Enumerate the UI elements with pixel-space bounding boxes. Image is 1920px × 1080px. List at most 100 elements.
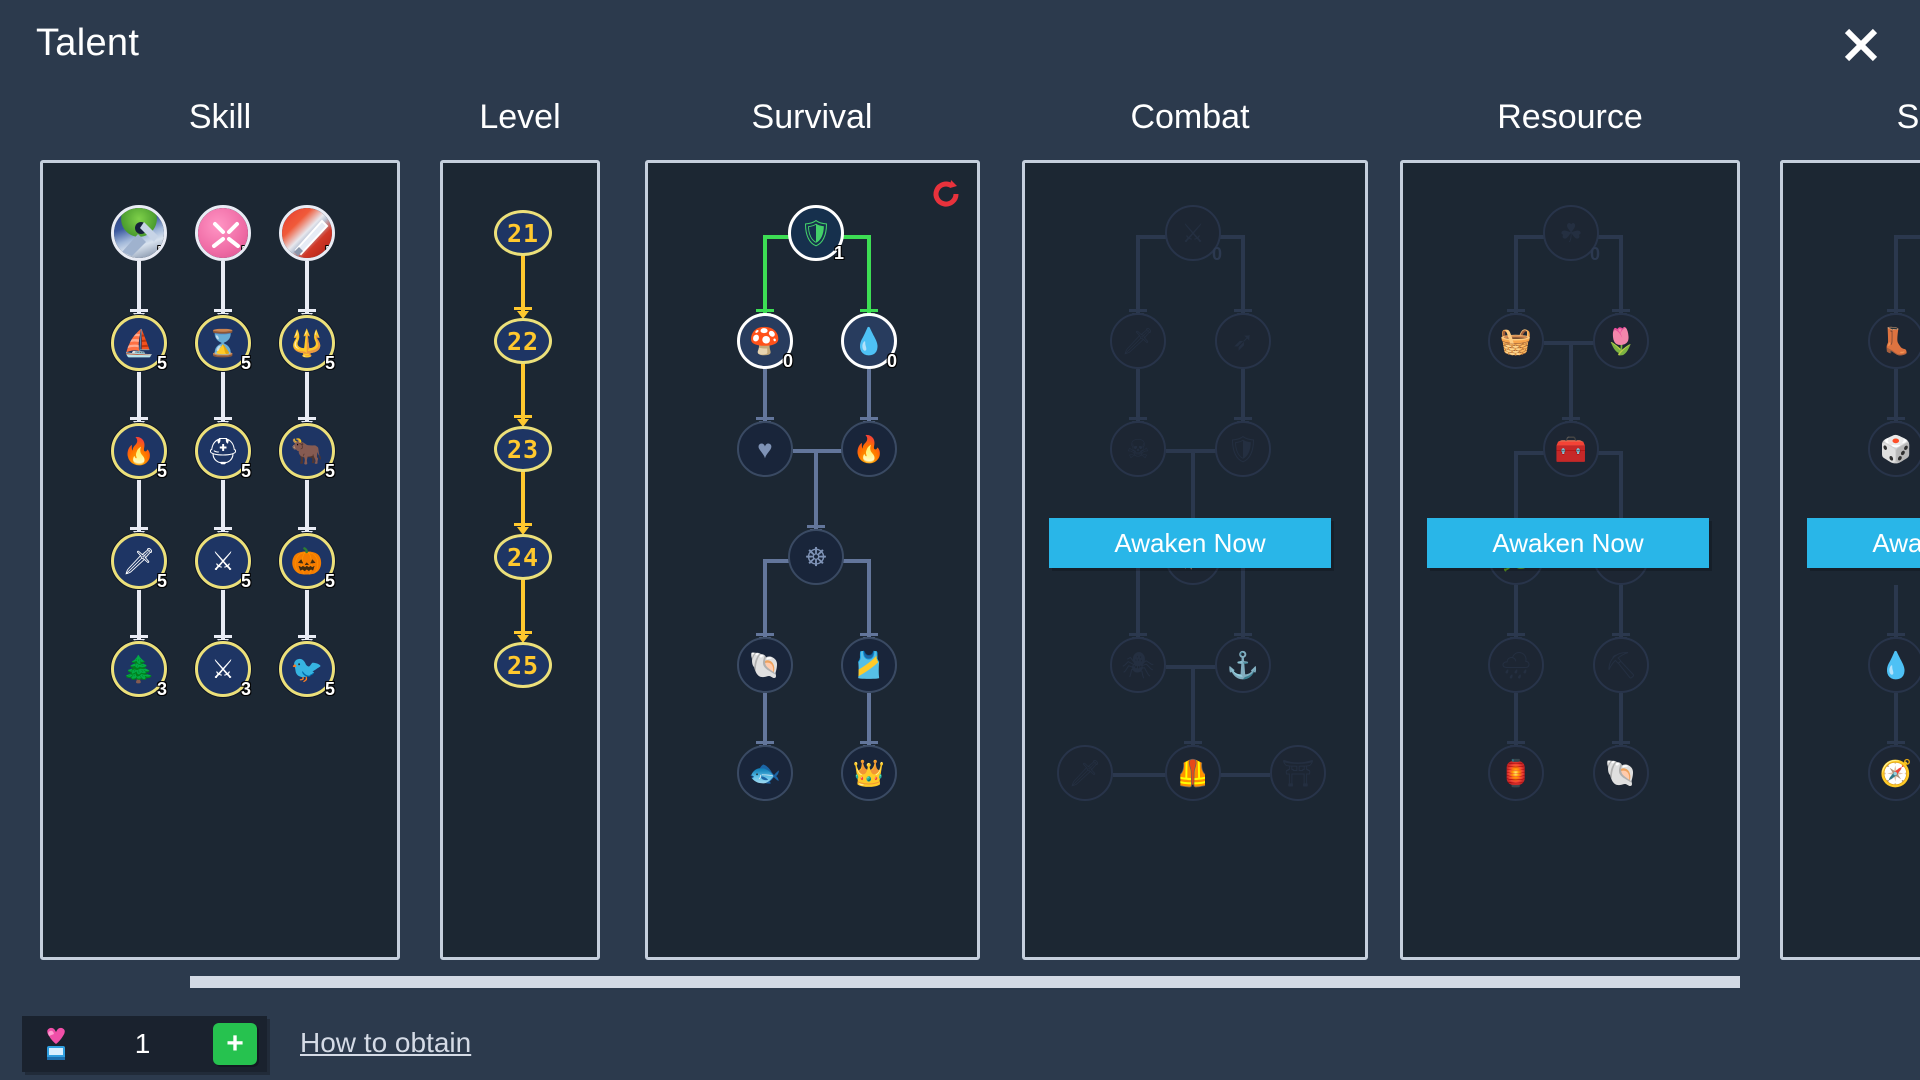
special-dice[interactable]: 🎲 (1868, 421, 1920, 477)
survival-armor[interactable]: 🎽 (841, 637, 897, 693)
combat-shield-bash[interactable]: 🛡 (1215, 421, 1271, 477)
level-node-21[interactable]: 21 (494, 210, 552, 256)
tree-connector (1136, 369, 1140, 423)
survival-fish[interactable]: 🐟 (737, 745, 793, 801)
tree-connector (1514, 235, 1518, 315)
resource-rain-cloud[interactable]: 🌧 (1488, 637, 1544, 693)
skill-sword-upgrade[interactable]: 🗡5 (111, 533, 167, 591)
skill-flame[interactable]: 🔥5 (111, 423, 167, 480)
resource-chest[interactable]: 🧰 (1543, 421, 1599, 477)
skill-pumpkin[interactable]: 🎃5 (279, 533, 335, 590)
talent-icon-glyph: 🔥 (122, 436, 156, 466)
resource-pickaxe[interactable]: ⛏ (1593, 637, 1649, 693)
combat-spider[interactable]: 🕷 (1110, 637, 1166, 693)
talent-level-badge: 5 (156, 571, 167, 591)
talent-level-badge: 0 (886, 351, 897, 371)
tree-connector (1894, 585, 1898, 639)
talent-icon-glyph: 🐚 (748, 650, 782, 680)
awaken-now-button-combat[interactable]: Awaken Now (1049, 518, 1331, 568)
horizontal-scrollbar-thumb[interactable] (190, 976, 1740, 988)
skill-pink-blades[interactable]: 5 (195, 205, 251, 261)
survival-root-shield[interactable]: 🛡1 (788, 205, 844, 262)
talent-icon-glyph: 🧭 (1879, 758, 1913, 788)
resource-seashell[interactable]: 🐚 (1593, 745, 1649, 801)
combat-crossed-axes[interactable]: ⚔0 (1165, 205, 1222, 263)
combat-dagger[interactable]: 🗡 (1057, 745, 1113, 801)
resource-lantern[interactable]: 🏮 (1488, 745, 1544, 801)
horizontal-scrollbar-track[interactable] (190, 976, 1740, 988)
talent-icon-glyph: 🔥 (852, 434, 886, 464)
skill-antlers[interactable]: 🐂5 (279, 423, 335, 480)
talent-tree-level: 21 22 23 24 25 (443, 163, 597, 957)
tree-connector (137, 589, 141, 641)
skill-knight[interactable]: 5 (111, 205, 167, 261)
survival-ship-wheel[interactable]: ☸ (788, 529, 844, 585)
talent-icon-glyph: ⚔ (211, 546, 235, 576)
talent-icon-glyph: ⛵ (122, 328, 156, 358)
talent-icon-glyph: 🌧 (1499, 650, 1533, 680)
talent-icon-glyph: 🍄 (748, 326, 782, 356)
tree-connector (1514, 451, 1518, 531)
tree-connector (867, 369, 871, 423)
skill-bird[interactable]: 🐦5 (279, 641, 335, 699)
combat-sword-boost[interactable]: 🗡 (1110, 313, 1166, 369)
survival-water-drop[interactable]: 💧0 (841, 313, 897, 371)
talent-icon-glyph: ➶ (1232, 326, 1254, 356)
tree-connector (305, 589, 309, 641)
talent-level-badge: 3 (156, 679, 167, 699)
column-header-special: S (1896, 98, 1920, 136)
talent-icon-glyph: 🛡 (799, 218, 833, 248)
how-to-obtain-link[interactable]: How to obtain (300, 1027, 472, 1058)
survival-flame[interactable]: 🔥 (841, 421, 897, 477)
talent-icon-glyph: 💧 (1879, 650, 1913, 680)
column-header-combat: Combat (1130, 98, 1250, 136)
level-node-24[interactable]: 24 (494, 534, 552, 580)
add-currency-button[interactable]: + (213, 1023, 257, 1065)
skill-trident[interactable]: 🔱5 (279, 315, 335, 372)
combat-arrow[interactable]: ➶ (1215, 313, 1271, 369)
survival-mushroom[interactable]: 🍄0 (737, 313, 793, 370)
awaken-now-button-resource[interactable]: Awaken Now (1427, 518, 1709, 568)
skill-crossed-blades[interactable]: ⚔5 (195, 533, 251, 590)
combat-shrine[interactable]: ⛩ (1270, 745, 1326, 801)
special-droplet[interactable]: 💧 (1868, 637, 1920, 693)
special-boot[interactable]: 👢 (1868, 313, 1920, 369)
awaken-now-button-special[interactable]: Awaken Now (1807, 518, 1920, 568)
special-compass[interactable]: 🧭 (1868, 745, 1920, 801)
combat-skull-bow[interactable]: ☠ (1110, 421, 1166, 477)
tree-connector (521, 255, 525, 313)
skill-daggers[interactable]: ⚔3 (195, 641, 251, 698)
tree-connector (763, 559, 767, 639)
talent-icon-glyph: 🧰 (1554, 434, 1588, 464)
talent-icon-glyph: 🛡 (1226, 434, 1260, 464)
skill-hourglass[interactable]: ⌛5 (195, 315, 251, 372)
level-node-25[interactable]: 25 (494, 642, 552, 688)
talent-icon-artwork (198, 208, 248, 258)
skill-red-sword[interactable]: 5 (279, 205, 335, 261)
resource-clover[interactable]: ☘0 (1543, 205, 1600, 263)
currency-counter: 1 + (22, 1016, 267, 1072)
survival-heart[interactable]: ♥ (737, 421, 793, 477)
tree-connector (221, 589, 225, 641)
tree-connector (763, 235, 767, 315)
survival-crown[interactable]: 👑 (841, 745, 897, 801)
talent-level-badge: 5 (324, 679, 335, 699)
combat-vest[interactable]: 🦺 (1165, 745, 1221, 801)
skill-boat[interactable]: ⛵5 (111, 315, 167, 372)
skill-tree[interactable]: 🌲3 (111, 641, 167, 699)
talent-icon-glyph: 🎃 (290, 546, 324, 576)
reset-icon[interactable] (929, 177, 963, 211)
resource-basket[interactable]: 🧺 (1488, 313, 1544, 369)
tree-connector (1619, 585, 1623, 639)
skill-helmet[interactable]: ⛑5 (195, 423, 251, 480)
survival-spiral-shell[interactable]: 🐚 (737, 637, 793, 693)
combat-anchor[interactable]: ⚓ (1215, 637, 1271, 693)
tree-connector (137, 371, 141, 423)
talent-level-badge: 5 (324, 243, 335, 261)
resource-flower[interactable]: 🌷 (1593, 313, 1649, 369)
level-node-23[interactable]: 23 (494, 426, 552, 472)
level-node-22[interactable]: 22 (494, 318, 552, 364)
close-icon[interactable] (1838, 22, 1884, 68)
talent-icon-artwork (114, 208, 164, 258)
